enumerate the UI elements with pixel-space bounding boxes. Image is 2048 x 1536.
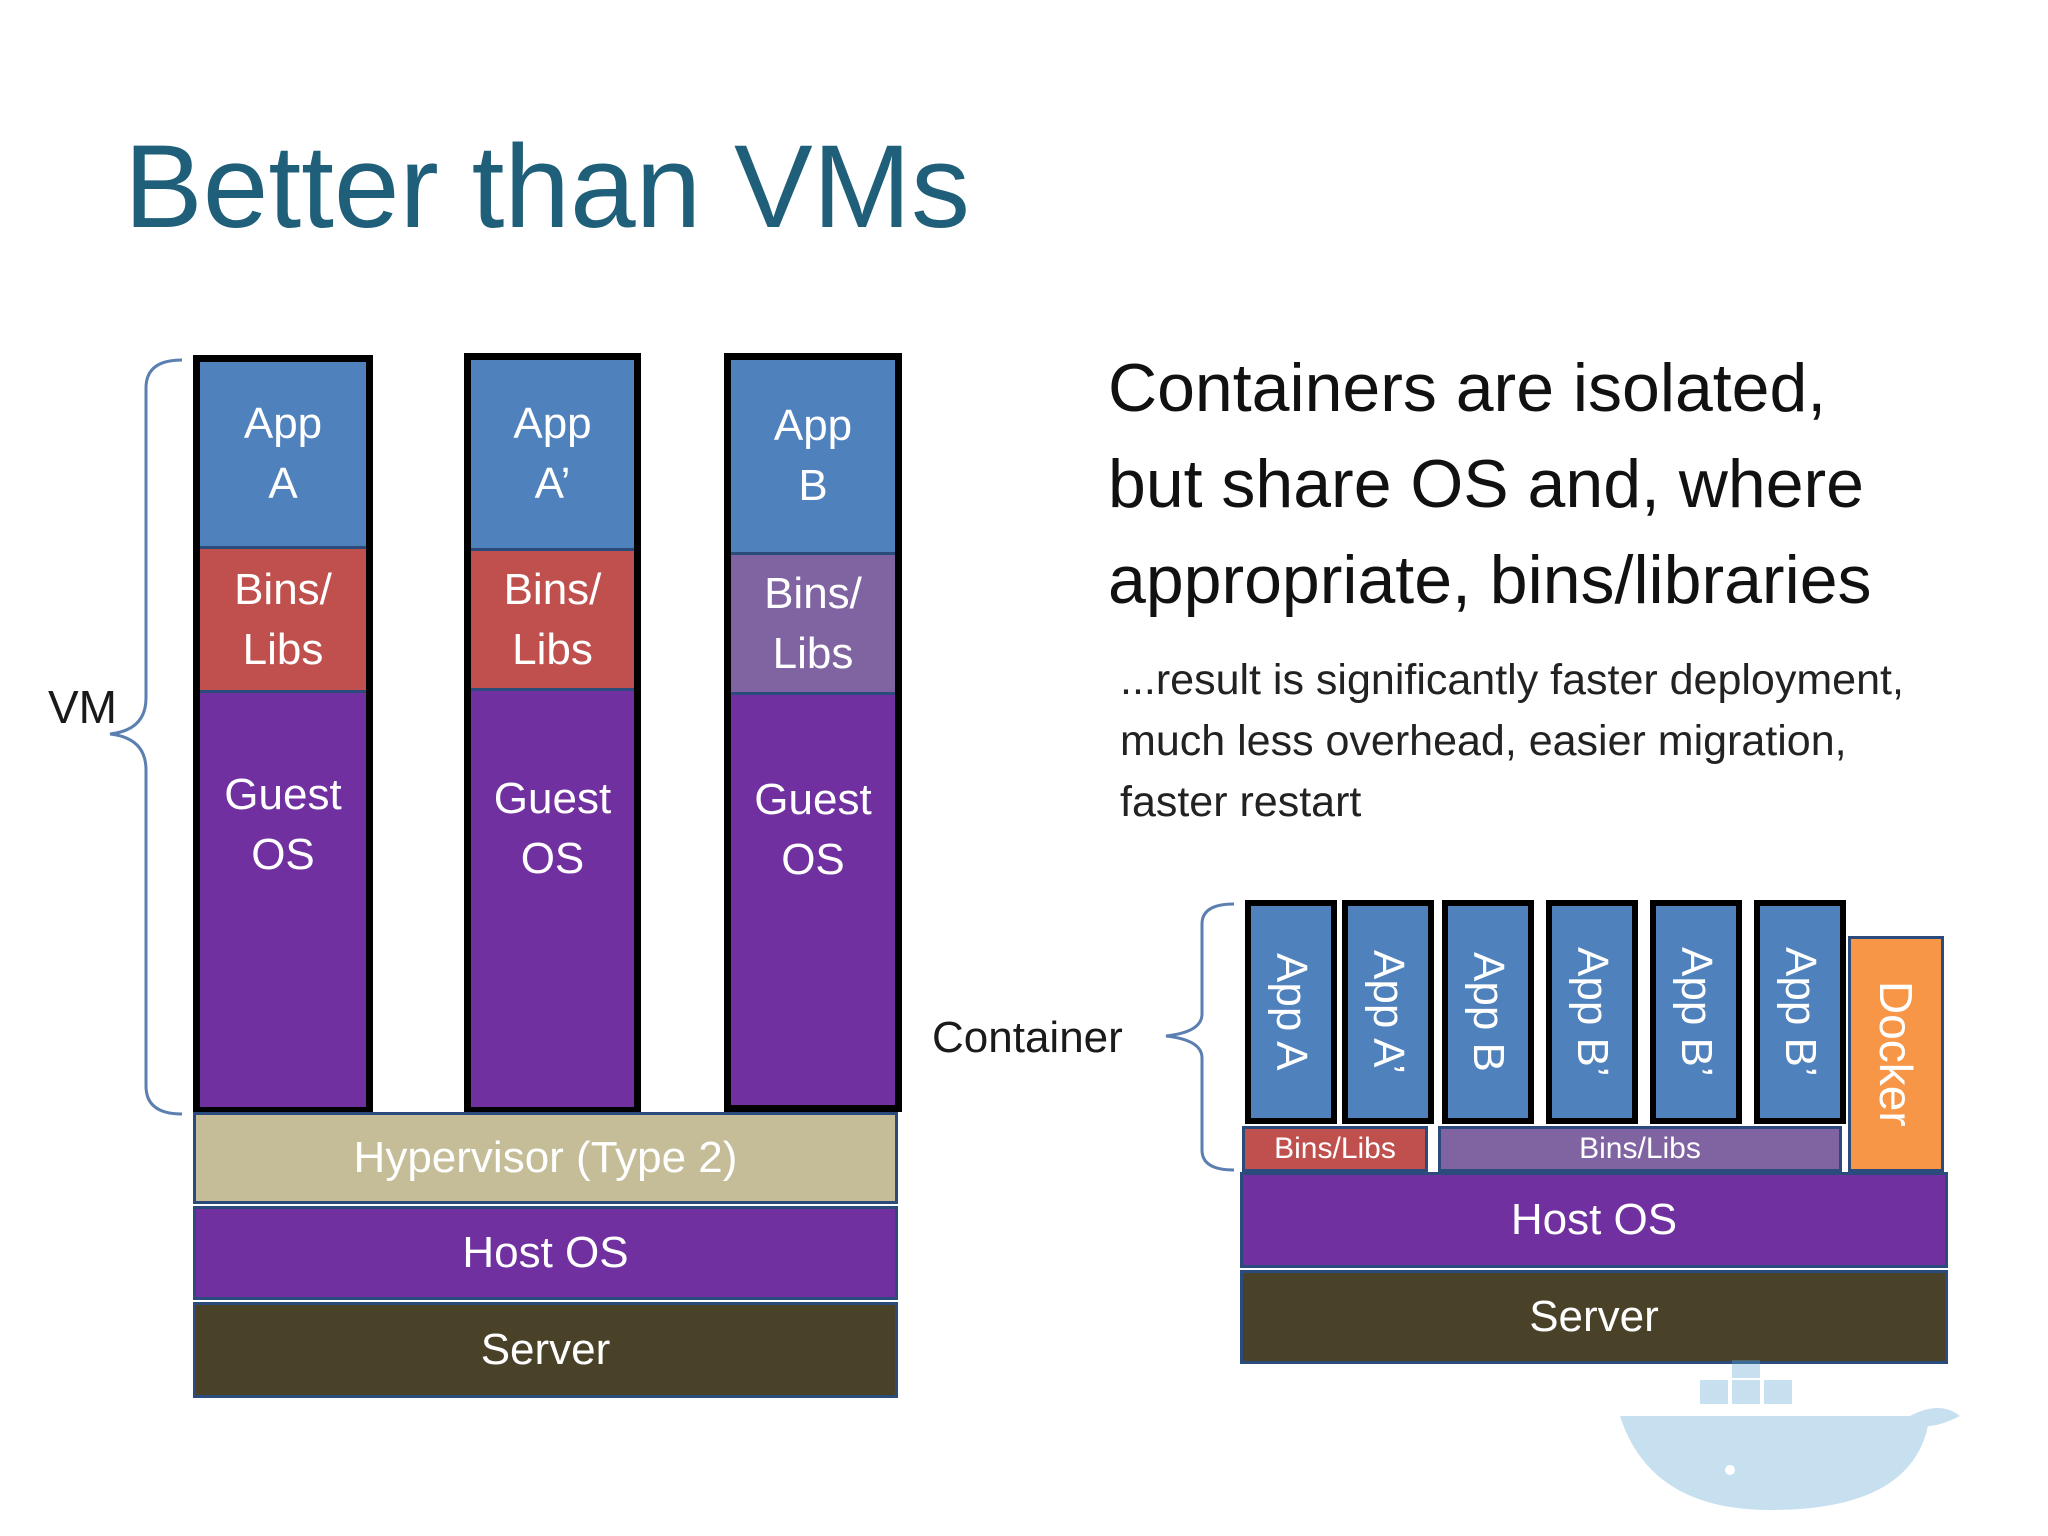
vm-column-a-prime: App A’ Bins/ Libs Guest OS [464,353,641,1114]
server-layer: Server [193,1302,898,1398]
docker-engine-box: Docker [1848,936,1944,1172]
guest-os-box: Guest OS [471,688,634,1107]
container-app-b-prime: App B’ [1650,900,1742,1124]
bins-libs-bar-a: Bins/Libs [1242,1126,1428,1172]
guest-os-box: Guest OS [200,690,366,1107]
hypervisor-layer: Hypervisor (Type 2) [193,1112,898,1204]
app-box: App B [731,360,895,552]
container-label: Container [932,1016,1123,1060]
app-box: App A [200,362,366,546]
container-host-os-layer: Host OS [1240,1172,1948,1268]
container-app-b-prime: App B’ [1546,900,1638,1124]
bins-libs-box: Bins/ Libs [731,552,895,692]
vm-label: VM [48,684,117,730]
vm-column-a: App A Bins/ Libs Guest OS [193,355,373,1114]
guest-os-box: Guest OS [731,692,895,1105]
slide-title: Better than VMs [124,128,970,246]
container-bracket [1160,902,1240,1174]
bins-libs-box: Bins/ Libs [200,546,366,690]
vm-column-b: App B Bins/ Libs Guest OS [724,353,902,1112]
container-server-layer: Server [1240,1270,1948,1364]
container-app-a-prime: App A’ [1342,900,1434,1124]
app-box: App A’ [471,360,634,548]
vm-bracket [100,358,190,1116]
container-app-a: App A [1245,900,1337,1124]
docker-whale-icon [1610,1360,1970,1520]
container-app-b: App B [1442,900,1534,1124]
subtext: ...result is significantly faster deploy… [1120,650,1904,833]
host-os-layer: Host OS [193,1206,898,1300]
bins-libs-box: Bins/ Libs [471,548,634,688]
bins-libs-bar-b: Bins/Libs [1438,1126,1842,1172]
container-app-b-prime: App B’ [1754,900,1846,1124]
headline-text: Containers are isolated, but share OS an… [1108,340,1872,628]
